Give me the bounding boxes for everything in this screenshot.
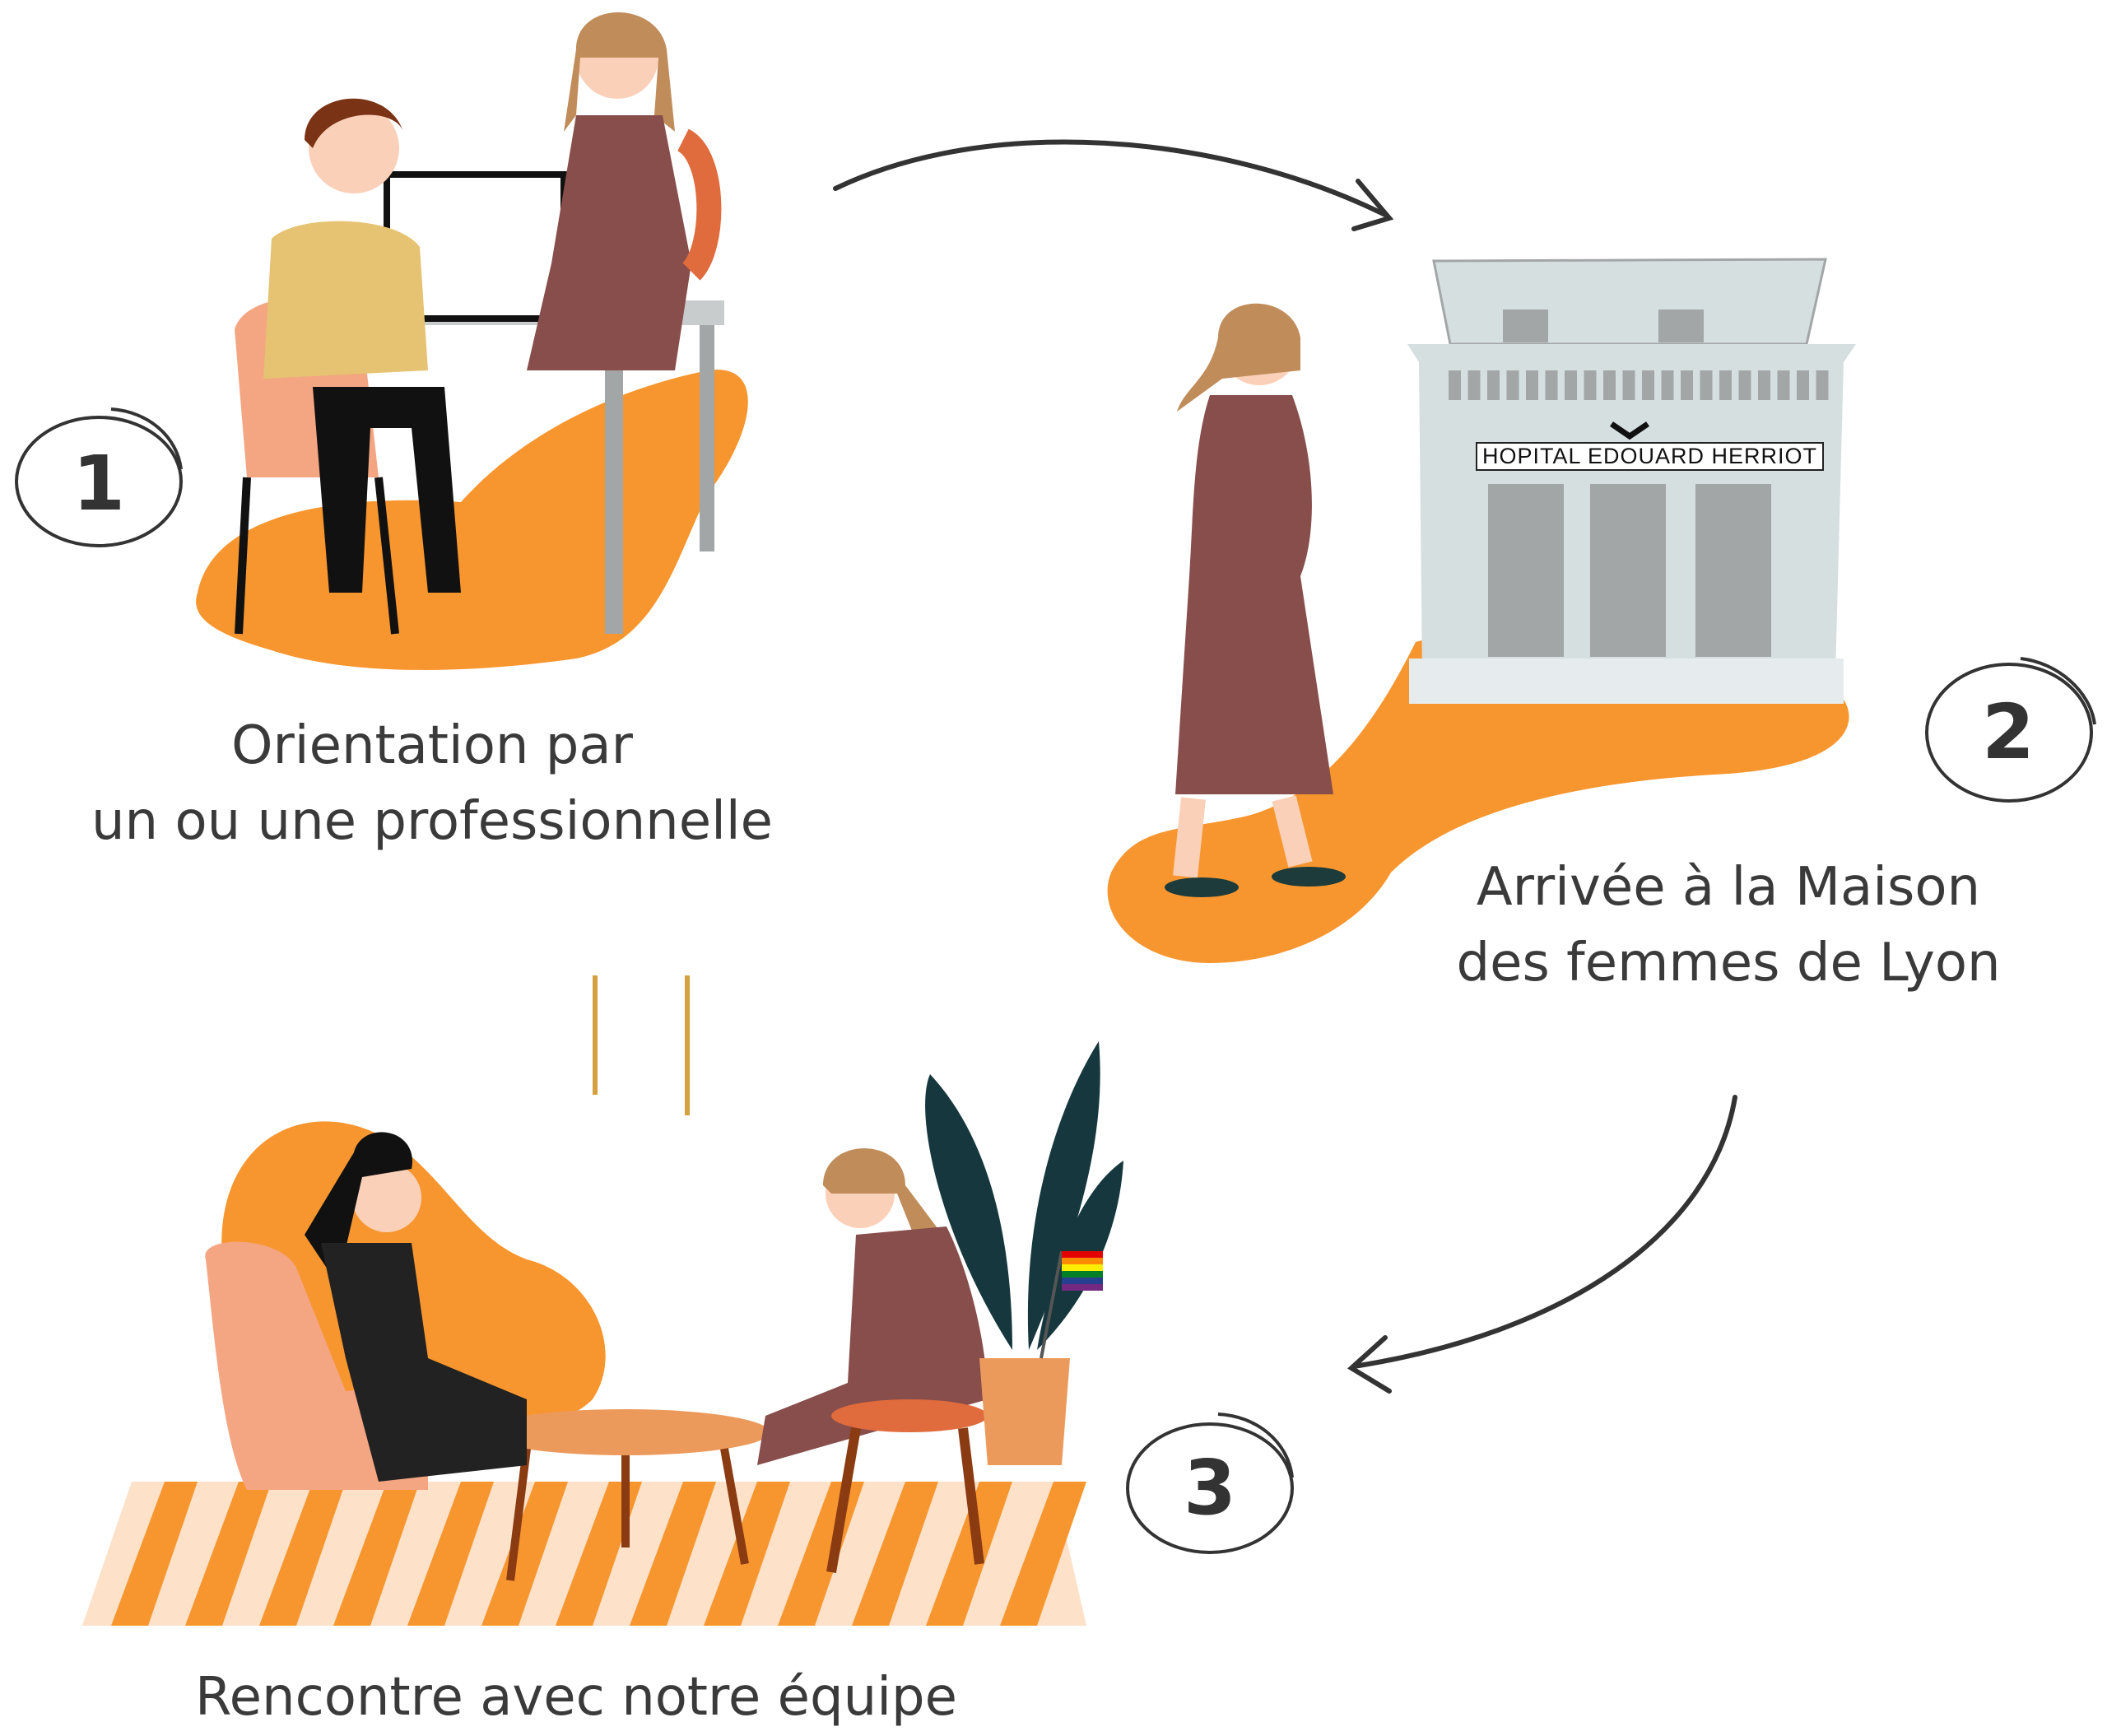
patient-dress bbox=[527, 115, 691, 370]
dentil bbox=[1719, 370, 1732, 400]
step-number-2: 2 bbox=[1981, 688, 2035, 776]
rug-stripe bbox=[556, 1482, 642, 1626]
dentil bbox=[1565, 370, 1577, 400]
dentil bbox=[1661, 370, 1674, 400]
steps bbox=[1409, 659, 1844, 704]
rug-stripe bbox=[852, 1482, 938, 1626]
door bbox=[1590, 484, 1666, 657]
rug-stripe bbox=[333, 1482, 420, 1626]
rug-stripe bbox=[259, 1482, 346, 1626]
staff-dress bbox=[321, 1243, 527, 1482]
plant-pot bbox=[979, 1358, 1070, 1465]
door bbox=[1695, 484, 1771, 657]
dentil bbox=[1467, 370, 1481, 400]
dentil bbox=[1449, 370, 1461, 400]
professional-body bbox=[263, 221, 428, 379]
dentil bbox=[1758, 370, 1770, 400]
plant-leaf bbox=[1027, 1041, 1100, 1350]
plant-leaf bbox=[925, 1074, 1012, 1350]
step2-scene bbox=[1107, 258, 1856, 963]
step1-caption-line2: un ou une professionnelle bbox=[91, 791, 774, 852]
step1-scene bbox=[196, 12, 748, 670]
step-number-circle-3 bbox=[1126, 1413, 1294, 1554]
step-number-1: 1 bbox=[72, 440, 125, 528]
dentil bbox=[1777, 370, 1790, 400]
rug-stripe bbox=[926, 1482, 1012, 1626]
arrow-step2-to-step3 bbox=[1347, 1095, 1737, 1394]
rug-stripe bbox=[481, 1482, 568, 1626]
staff-head bbox=[352, 1163, 421, 1232]
dentil bbox=[1738, 370, 1751, 400]
rug-stripe bbox=[185, 1482, 272, 1626]
step-number-circle-1 bbox=[15, 407, 183, 547]
step2-caption-line1: Arrivée à la Maison bbox=[1476, 857, 1981, 918]
dentil bbox=[1603, 370, 1616, 400]
rug-stripe bbox=[407, 1482, 494, 1626]
rug-stripe bbox=[111, 1482, 198, 1626]
hospital-sign: HOPITAL EDOUARD HERRIOT bbox=[1476, 442, 1825, 471]
arrow-step1-to-step2 bbox=[833, 139, 1394, 231]
step-number-3: 3 bbox=[1183, 1444, 1236, 1532]
door bbox=[1488, 484, 1564, 657]
dentil bbox=[1506, 370, 1519, 400]
striped-rug bbox=[82, 1482, 1086, 1626]
rug-stripe bbox=[1000, 1482, 1086, 1626]
dentil bbox=[1700, 370, 1713, 400]
dentil bbox=[1797, 370, 1809, 400]
dentil bbox=[1545, 370, 1558, 400]
step-number-circle-2 bbox=[1925, 657, 2096, 803]
stool bbox=[831, 1399, 988, 1432]
pride-flag bbox=[1040, 1250, 1103, 1359]
woman-dress bbox=[1175, 395, 1333, 794]
step2-caption-line2: des femmes de Lyon bbox=[1456, 933, 2001, 994]
dentil bbox=[1622, 370, 1635, 400]
hospital-roof bbox=[1432, 258, 1827, 346]
dentil bbox=[1487, 370, 1500, 400]
dentil bbox=[1642, 370, 1654, 400]
step1-caption: Orientation par un ou une professionnell… bbox=[16, 708, 848, 859]
dentil bbox=[1584, 370, 1597, 400]
dentil bbox=[1681, 370, 1693, 400]
step1-caption-line1: Orientation par bbox=[231, 715, 633, 776]
step3-caption: Rencontre avec notre équipe bbox=[195, 1667, 957, 1728]
step3-scene bbox=[82, 975, 1123, 1626]
dentil bbox=[1816, 370, 1829, 400]
step2-caption: Arrivée à la Maison des femmes de Lyon bbox=[1333, 849, 2107, 1001]
coffee-table bbox=[481, 1409, 770, 1455]
rug-stripe bbox=[630, 1482, 716, 1626]
dentil bbox=[1526, 370, 1538, 400]
